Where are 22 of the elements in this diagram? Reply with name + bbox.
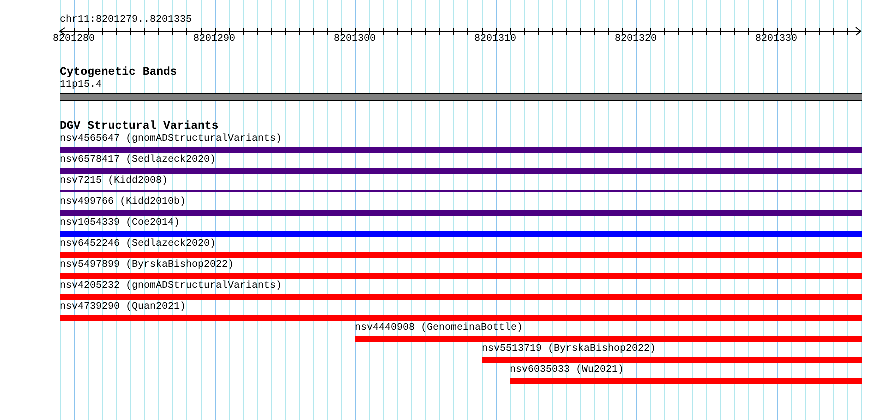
tick-label: 8201320 — [615, 34, 658, 46]
variant-label: nsv6578417 (Sedlazeck2020) — [60, 155, 216, 167]
tick-label: 8201300 — [334, 34, 376, 46]
tick-label: 8201310 — [474, 34, 517, 46]
track-heading: DGV Structural Variants — [60, 120, 219, 134]
variant-label: nsv5497899 (ByrskaBishop2022) — [60, 260, 234, 272]
variant-label: nsv4565647 (gnomADStructuralVariants) — [60, 134, 282, 146]
variant-label: nsv4739290 (Quan2021) — [60, 302, 186, 314]
variant-label: nsv6035033 (Wu2021) — [510, 365, 624, 377]
band-label: 11p15.4 — [60, 80, 102, 92]
variant-label: nsv4440908 (GenomeinaBottle) — [355, 323, 524, 335]
variant-label: nsv5513719 (ByrskaBishop2022) — [482, 344, 656, 356]
variant-label: nsv4205232 (gnomADStructuralVariants) — [60, 281, 282, 293]
track-heading: Cytogenetic Bands — [60, 66, 178, 80]
variant-label: nsv7215 (Kidd2008) — [60, 176, 168, 188]
variant-label: nsv499766 (Kidd2010b) — [60, 197, 186, 209]
tick-label: 8201290 — [194, 34, 236, 46]
variant-label: nsv6452246 (Sedlazeck2020) — [60, 239, 216, 251]
tick-label: 8201330 — [756, 34, 798, 46]
variant-label: nsv1054339 (Coe2014) — [60, 218, 180, 230]
tick-label: 8201280 — [53, 34, 96, 46]
location-label: chr11:8201279..8201335 — [60, 15, 192, 27]
